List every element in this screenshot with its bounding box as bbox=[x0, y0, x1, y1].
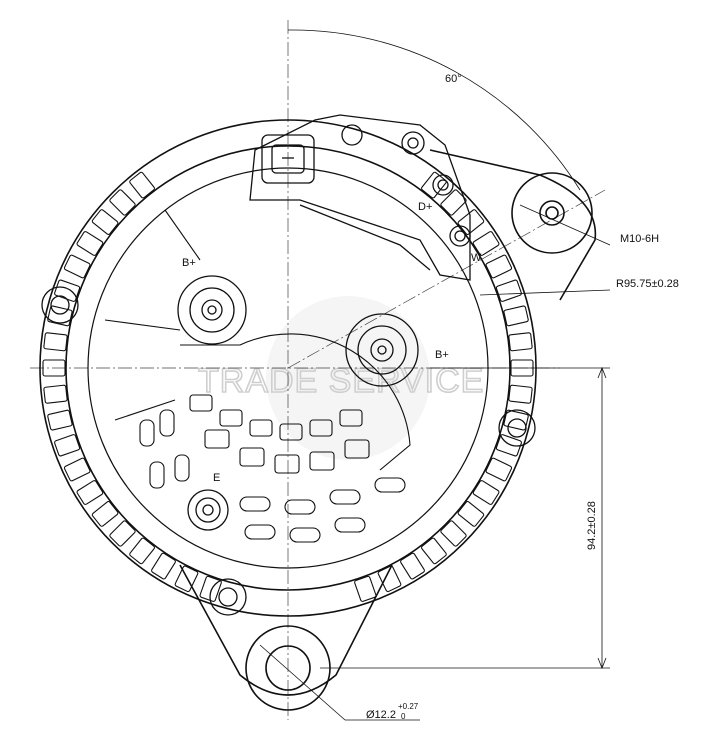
cooling-fin bbox=[54, 434, 81, 457]
cooling-fin bbox=[508, 384, 533, 404]
cooling-fin bbox=[47, 305, 73, 327]
thread-label: M10-6H bbox=[620, 233, 659, 245]
cooling-fin bbox=[43, 332, 68, 352]
cooling-fin bbox=[440, 189, 467, 216]
cooling-fin bbox=[472, 480, 500, 505]
diameter-label: Ø12.2 bbox=[366, 709, 396, 721]
cooling-fin bbox=[400, 552, 425, 580]
height-label: 94.2±0.28 bbox=[586, 501, 598, 550]
cooling-fin bbox=[421, 537, 447, 565]
cooling-fin bbox=[472, 231, 500, 256]
watermark: TRADE SERVICE bbox=[197, 296, 484, 460]
cooling-fin bbox=[457, 209, 485, 235]
diameter-tol-lower: 0 bbox=[401, 712, 406, 721]
terminal-w-label: W bbox=[471, 252, 482, 264]
cooling-fin bbox=[495, 279, 522, 302]
terminal-b-plus-right bbox=[345, 313, 419, 387]
cooling-fin bbox=[440, 520, 467, 547]
cooling-fin bbox=[503, 409, 529, 431]
cooling-fin bbox=[354, 575, 377, 602]
cooling-fin bbox=[76, 480, 104, 505]
cooling-fin bbox=[42, 359, 66, 377]
terminal-b-plus-left-label: B+ bbox=[182, 257, 196, 269]
cooling-fin bbox=[199, 575, 222, 602]
cooling-fin bbox=[503, 305, 529, 327]
cooling-fin bbox=[485, 254, 513, 279]
cooling-fin bbox=[91, 501, 119, 527]
cooling-fins bbox=[42, 171, 534, 602]
rear-vents bbox=[104, 209, 411, 543]
cooling-fin bbox=[174, 565, 199, 593]
dimension-lines bbox=[259, 29, 611, 721]
diameter-tol-upper: +0.27 bbox=[398, 702, 419, 711]
cooling-fin bbox=[151, 552, 176, 580]
cooling-fin bbox=[377, 565, 402, 593]
cooling-fin bbox=[109, 520, 136, 547]
terminal-e-label: E bbox=[213, 472, 220, 484]
cooling-fin bbox=[63, 457, 91, 482]
terminal-d-plus-label: D+ bbox=[418, 201, 432, 213]
radius-label: R95.75±0.28 bbox=[616, 278, 679, 290]
cooling-fin bbox=[495, 434, 522, 457]
cooling-fin bbox=[43, 384, 68, 404]
cooling-fin bbox=[47, 409, 73, 431]
cooling-fin bbox=[485, 457, 513, 482]
cooling-fin bbox=[129, 537, 155, 565]
cooling-fin bbox=[63, 254, 91, 279]
cooling-fin bbox=[421, 171, 447, 199]
terminal-b-plus-right-label: B+ bbox=[435, 349, 449, 361]
regulator-connector bbox=[249, 114, 471, 281]
terminal-b-plus-left bbox=[177, 275, 247, 345]
housing-bolts bbox=[41, 286, 536, 616]
cooling-fin bbox=[109, 189, 136, 216]
terminal-e bbox=[187, 489, 229, 531]
cooling-fin bbox=[91, 209, 119, 235]
cooling-fin bbox=[129, 171, 155, 199]
angle-label: 60° bbox=[445, 73, 462, 85]
cooling-fin bbox=[508, 332, 533, 352]
cooling-fin bbox=[457, 501, 485, 527]
cooling-fin bbox=[76, 231, 104, 256]
